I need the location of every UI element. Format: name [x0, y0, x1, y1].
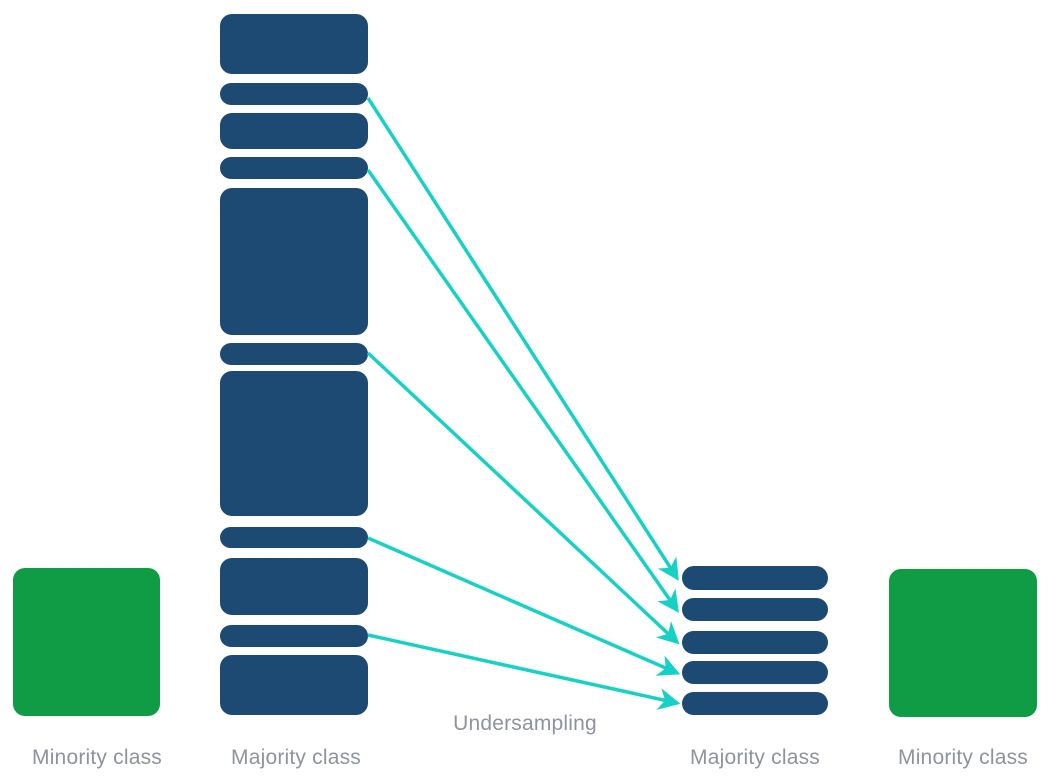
majority-class-label-left: Majority class	[231, 746, 361, 769]
majority-sampled-block	[220, 83, 368, 105]
undersampling-label: Undersampling	[453, 712, 597, 735]
majority-block	[220, 188, 368, 335]
majority-block	[220, 371, 368, 516]
minority-class-square-right	[889, 569, 1037, 717]
majority-block	[220, 558, 368, 615]
minority-class-square-left	[13, 568, 160, 716]
minority-class-label-right: Minority class	[898, 746, 1028, 769]
majority-kept-block	[682, 631, 828, 654]
majority-kept-block	[682, 598, 828, 621]
minority-class-label-left: Minority class	[32, 746, 162, 769]
majority-sampled-block	[220, 157, 368, 179]
majority-kept-block	[682, 566, 828, 590]
majority-kept-block	[682, 692, 828, 715]
majority-kept-block	[682, 661, 828, 684]
majority-sampled-block	[220, 625, 368, 647]
majority-sampled-block	[220, 527, 368, 548]
majority-block	[220, 655, 368, 715]
majority-class-label-right: Majority class	[690, 746, 820, 769]
majority-sampled-block	[220, 343, 368, 365]
majority-block	[220, 14, 368, 74]
majority-block	[220, 113, 368, 149]
